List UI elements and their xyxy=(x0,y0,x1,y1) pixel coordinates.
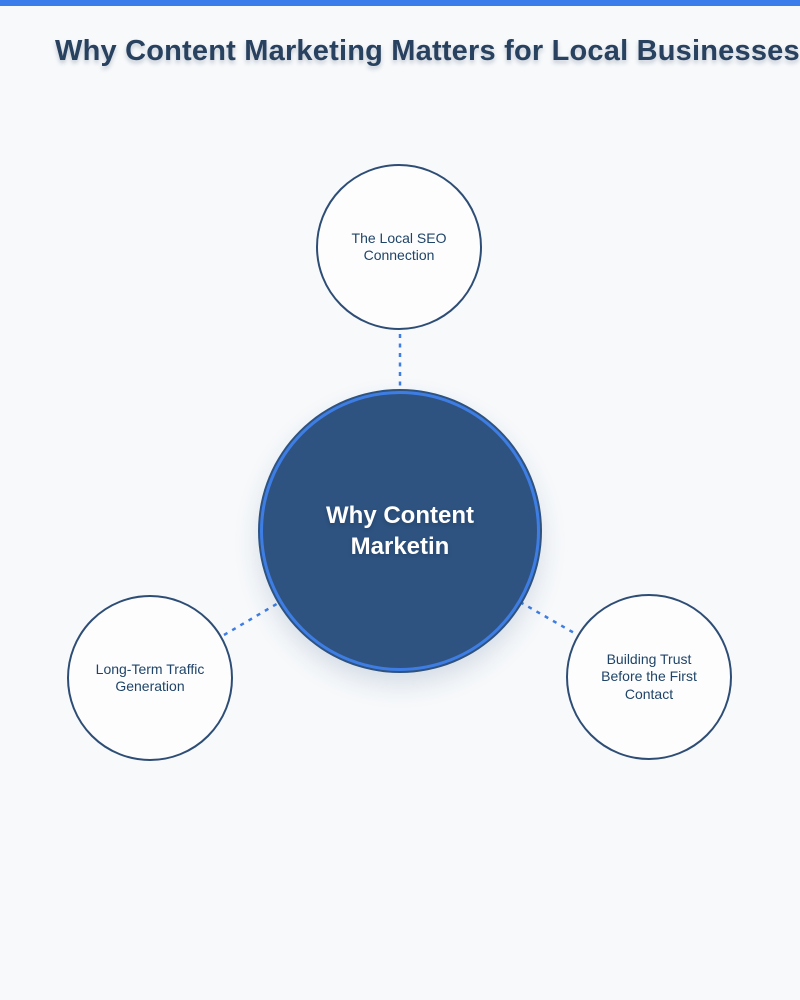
connector-bottom-right xyxy=(519,600,577,636)
top-accent-bar xyxy=(0,0,800,6)
diagram-node-local-seo-connection: The Local SEO Connection xyxy=(316,164,482,330)
page-title: Why Content Marketing Matters for Local … xyxy=(55,35,800,67)
node-label-building-trust: Building Trust Before the First Contact xyxy=(601,650,697,702)
connector-bottom-left xyxy=(223,600,281,637)
node-label-local-seo-connection: The Local SEO Connection xyxy=(351,229,447,264)
center-node-label: Why Content Marketin xyxy=(326,501,474,560)
diagram-center-node: Why Content Marketin xyxy=(260,391,540,671)
node-label-long-term-traffic: Long-Term Traffic Generation xyxy=(95,660,205,695)
diagram-node-long-term-traffic: Long-Term Traffic Generation xyxy=(67,595,233,761)
diagram-node-building-trust: Building Trust Before the First Contact xyxy=(566,594,732,760)
